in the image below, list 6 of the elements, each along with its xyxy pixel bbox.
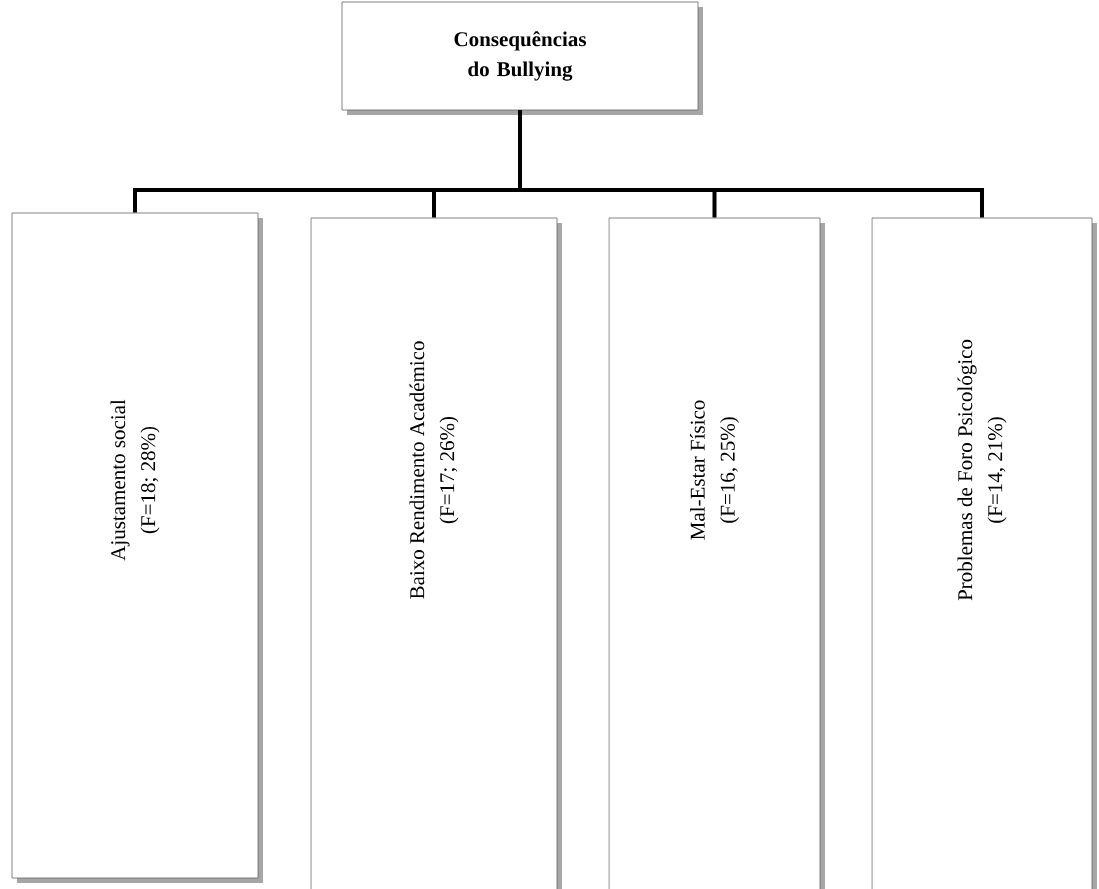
category-box: Ajustamento social (F=18; 28%) xyxy=(11,212,263,883)
category-box: Mal-Estar Físico (F=16, 25%) xyxy=(608,217,825,889)
connector-line xyxy=(518,110,984,218)
title-box: Consequências do Bullying xyxy=(341,1,703,115)
category-box: Baixo Rendimento Académico (F=17; 26%) xyxy=(310,217,562,889)
category-box: Problemas de Foro Psicológico (F=14, 21%) xyxy=(871,217,1097,889)
